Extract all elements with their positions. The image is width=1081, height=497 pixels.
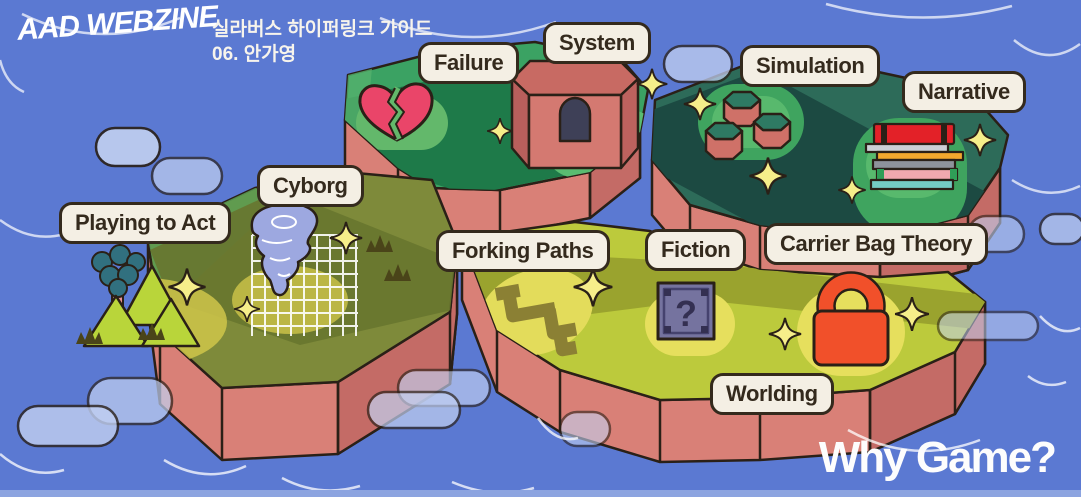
cloud [662, 44, 734, 84]
cloud [936, 310, 1040, 342]
wave-line [825, 2, 1013, 19]
issue-subtitle: 실라버스 하이퍼링크 가이드 06. 안가영 [212, 18, 432, 67]
map-label-failure[interactable]: Failure [418, 42, 520, 85]
forking-path-icon [494, 283, 578, 357]
round-tree-icon [91, 244, 146, 309]
wave-line [1011, 178, 1081, 194]
wave-line [1027, 375, 1067, 387]
wave-line [21, 12, 181, 36]
wave-line [163, 458, 247, 476]
wave-line [847, 428, 981, 453]
broken-heart-icon [358, 82, 434, 142]
cloud [16, 404, 120, 448]
subtitle-line2: 06. 안가영 [212, 43, 297, 65]
question-mark-glyph: ? [675, 293, 697, 334]
castle-tower-icon [510, 59, 640, 170]
map-label-worlding[interactable]: Worlding [710, 373, 834, 416]
map-label-narrative[interactable]: Narrative [902, 71, 1026, 114]
tagline-why-game: Why Game? [818, 433, 1057, 482]
grass-tuft-icon [76, 235, 411, 344]
book-stack-icon [864, 122, 965, 191]
subtitle-line1: 실라버스 하이퍼링크 가이드 [212, 19, 433, 40]
question-block-icon: ? [656, 281, 716, 341]
wave-line [0, 59, 25, 94]
cloud [150, 156, 224, 196]
map-label-cyborg[interactable]: Cyborg [257, 165, 364, 208]
map-label-simulation[interactable]: Simulation [740, 45, 881, 88]
cloud [94, 126, 162, 168]
bottom-water-strip [0, 490, 1081, 497]
map-label-playing-to-act[interactable]: Playing to Act [59, 202, 232, 245]
wave-line [1013, 39, 1081, 57]
wave-line [0, 453, 65, 474]
map-label-carrier-bag-theory[interactable]: Carrier Bag Theory [764, 223, 989, 266]
wave-line [281, 476, 361, 492]
tornado-icon [250, 202, 319, 297]
hexagon-buttons-icon [704, 90, 792, 161]
cloud [1038, 212, 1081, 246]
wave-lines-back [0, 2, 1081, 238]
map-label-system[interactable]: System [543, 22, 651, 65]
cloud [366, 390, 462, 430]
wave-line [379, 16, 557, 39]
map-label-fiction[interactable]: Fiction [645, 229, 747, 272]
map-label-forking-paths[interactable]: Forking Paths [436, 230, 610, 273]
cloud [558, 410, 612, 448]
padlock-icon [812, 271, 890, 367]
wave-line [1039, 315, 1081, 333]
wave-line [536, 417, 579, 441]
